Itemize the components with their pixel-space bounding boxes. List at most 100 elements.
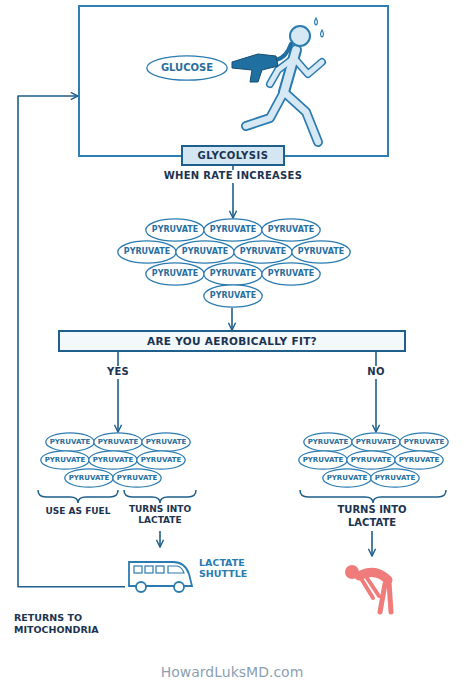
oval-shape (204, 219, 262, 241)
text-oval: PYRUVATE (145, 218, 205, 242)
text-oval: PYRUVATE (40, 450, 90, 470)
text-oval: PYRUVATE (64, 468, 114, 488)
person-arm (367, 578, 379, 596)
box-text: ARE YOU AEROBICALLY FIT? (147, 335, 317, 348)
oval-text-box: PYRUVATE (203, 262, 263, 286)
oval-text: PYRUVATE (124, 247, 170, 257)
oval-shape (400, 433, 448, 451)
oval-text: PYRUVATE (240, 247, 286, 257)
curly-bracket (124, 490, 196, 503)
band-text: GLYCOLYSIS (198, 150, 269, 162)
oval-text: PYRUVATE (303, 456, 344, 464)
van-window (145, 566, 153, 573)
oval-text-box: PYRUVATE (399, 432, 449, 452)
text-oval: PYRUVATE (261, 262, 321, 286)
edge-label: WHEN RATE INCREASES (161, 170, 306, 183)
oval-shape (137, 451, 185, 469)
oval-shape (89, 451, 137, 469)
oval-text: PYRUVATE (327, 474, 368, 482)
oval-text: PYRUVATE (117, 474, 158, 482)
oval-text-box: PYRUVATE (117, 240, 177, 264)
flow-arrow (231, 308, 233, 330)
oval-shape (142, 433, 190, 451)
runner-outline (284, 92, 318, 142)
oval-shape (113, 469, 161, 487)
text-oval: PYRUVATE (203, 218, 263, 242)
oval-shape (262, 263, 320, 285)
oval-text: PYRUVATE (152, 225, 198, 235)
sweat-drop (321, 30, 324, 37)
person-leg (380, 584, 385, 612)
text-oval: PYRUVATE (394, 450, 444, 470)
oval-shape (146, 219, 204, 241)
van-window (168, 566, 184, 573)
oval-shape (395, 451, 443, 469)
edge-label: NO (364, 366, 387, 379)
oval-shape (147, 56, 227, 80)
oval-shape (176, 241, 234, 263)
flow-arrow (117, 352, 119, 432)
oval-text: PYRUVATE (141, 456, 182, 464)
oval-text-box: PYRUVATE (136, 450, 186, 470)
oval-text: PYRUVATE (182, 247, 228, 257)
bracket-label: TURNS INTO LACTATE (124, 504, 196, 527)
oval-text: PYRUVATE (375, 474, 416, 482)
oval-text: PYRUVATE (210, 291, 256, 301)
van-window (156, 566, 164, 573)
runner-body (284, 92, 318, 142)
oval-text: PYRUVATE (399, 456, 440, 464)
oval-text-box: PYRUVATE (203, 218, 263, 242)
text-oval: PYRUVATE (45, 432, 95, 452)
oval-text: PYRUVATE (351, 456, 392, 464)
text-oval: PYRUVATE (88, 450, 138, 470)
oval-text: PYRUVATE (210, 225, 256, 235)
oval-shape (234, 241, 292, 263)
text-oval: PYRUVATE (370, 468, 420, 488)
oval-text: PYRUVATE (308, 438, 349, 446)
oval-text: PYRUVATE (146, 438, 187, 446)
bracket-label: USE AS FUEL (35, 506, 121, 517)
curly-bracket (300, 490, 446, 503)
curly-bracket (38, 490, 118, 503)
oval-shape (323, 469, 371, 487)
fuel-nozzle (232, 54, 278, 82)
runner-outline (294, 58, 322, 74)
flow-arrow (232, 157, 234, 218)
person-leg (389, 582, 391, 612)
oval-text-box: PYRUVATE (322, 468, 372, 488)
text-oval: PYRUVATE (346, 450, 396, 470)
arrow-line (371, 531, 373, 556)
oval-text: PYRUVATE (69, 474, 110, 482)
text-oval: PYRUVATE (298, 450, 348, 470)
van-wheel (174, 582, 184, 592)
oval-shape (204, 285, 262, 307)
oval-text-box: PYRUVATE (145, 262, 205, 286)
oval-text-box: PYRUVATE (233, 240, 293, 264)
oval-text: PYRUVATE (298, 247, 344, 257)
oval-text-box: GLUCOSE (146, 55, 228, 81)
oval-text-box: PYRUVATE (394, 450, 444, 470)
oval-text-box: PYRUVATE (291, 240, 351, 264)
text-oval: PYRUVATE (303, 432, 353, 452)
bracket-label: TURNS INTO LACTATE (327, 504, 417, 529)
oval-text-box: PYRUVATE (370, 468, 420, 488)
van-drawing (125, 550, 197, 596)
tired-person (345, 565, 391, 612)
runner-head (290, 26, 310, 46)
oval-shape (94, 433, 142, 451)
oval-text: PYRUVATE (45, 456, 86, 464)
edge-label: RETURNS TO MITOCHONDRIA (14, 612, 124, 636)
fuel-hose (276, 44, 291, 60)
oval-text: PYRUVATE (152, 269, 198, 279)
oval-text-box: PYRUVATE (112, 468, 162, 488)
oval-shape (347, 451, 395, 469)
oval-shape (371, 469, 419, 487)
sweat-drop (315, 18, 318, 25)
oval-text-box: PYRUVATE (303, 432, 353, 452)
question-box: ARE YOU AEROBICALLY FIT? (58, 330, 406, 352)
oval-text-box: PYRUVATE (141, 432, 191, 452)
oval-text-box: PYRUVATE (145, 218, 205, 242)
